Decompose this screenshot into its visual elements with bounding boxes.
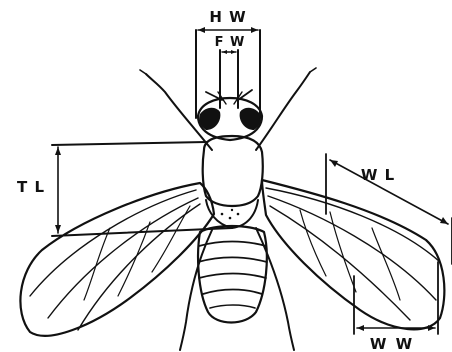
head — [198, 98, 262, 140]
left-wing — [20, 183, 214, 336]
left-compound-eye — [199, 108, 220, 130]
scutellum-dots — [221, 209, 240, 220]
thorax-length-measure: T L — [17, 142, 232, 236]
wing-length-label: W L — [361, 166, 395, 184]
thorax-length-label: T L — [17, 178, 45, 196]
frons-width-label: F W — [215, 35, 246, 50]
wing-width-label: W W — [370, 335, 414, 352]
wing-width-measure: W W — [354, 262, 438, 352]
right-compound-eye — [240, 108, 261, 130]
legs — [140, 68, 316, 350]
head-width-label: H W — [209, 8, 246, 26]
